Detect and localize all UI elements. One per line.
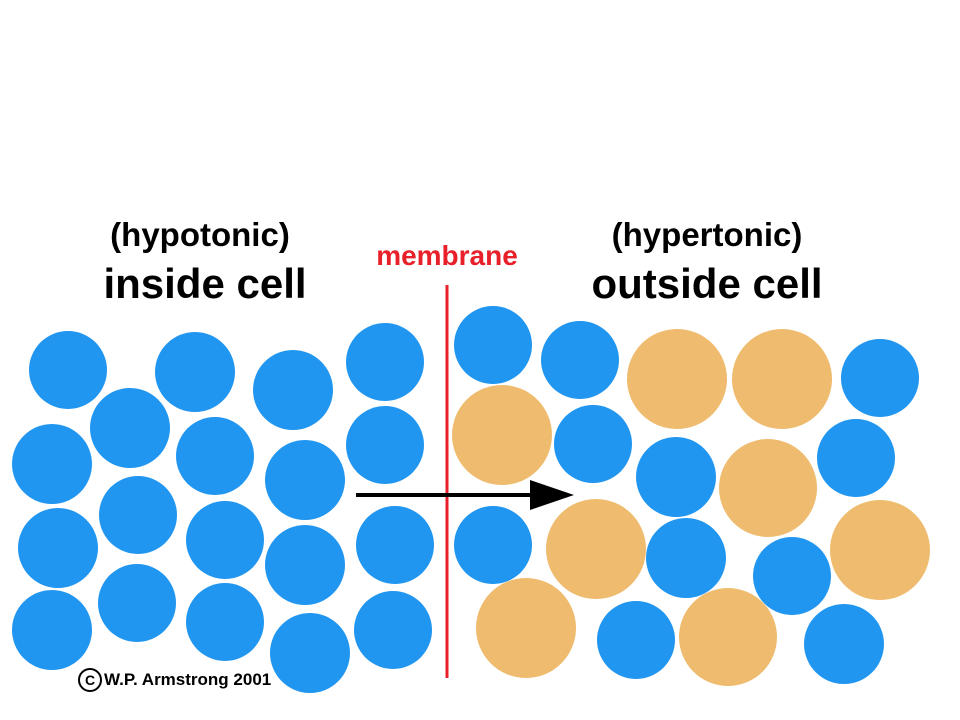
water-molecule (646, 518, 726, 598)
water-molecule (354, 591, 432, 669)
solute-molecule (627, 329, 727, 429)
water-molecule (186, 501, 264, 579)
water-molecule (98, 564, 176, 642)
arrow-right-icon (356, 480, 574, 510)
water-molecule (346, 323, 424, 401)
water-molecule (597, 601, 675, 679)
solute-molecule (732, 329, 832, 429)
water-molecule (253, 350, 333, 430)
credit-text: W.P. Armstrong 2001 (104, 670, 272, 689)
solute-molecule (452, 385, 552, 485)
water-molecule (346, 406, 424, 484)
water-molecule (176, 417, 254, 495)
water-molecule (99, 476, 177, 554)
molecules (12, 306, 930, 693)
inside-cell-label: inside cell (103, 260, 307, 307)
water-molecule (155, 332, 235, 412)
water-molecule (12, 424, 92, 504)
water-molecule (356, 506, 434, 584)
solute-molecule (830, 500, 930, 600)
water-molecule (454, 506, 532, 584)
solute-molecule (679, 588, 777, 686)
water-molecule (265, 525, 345, 605)
water-molecule (12, 590, 92, 670)
water-molecule (636, 437, 716, 517)
membrane-label: membrane (376, 240, 518, 271)
water-molecule (265, 440, 345, 520)
left-tonicity-label: (hypotonic) (110, 216, 290, 253)
copyright-credit: C W.P. Armstrong 2001 (78, 668, 271, 692)
water-molecule (454, 306, 532, 384)
water-molecule (841, 339, 919, 417)
outside-cell-label: outside cell (591, 260, 823, 307)
water-molecule (817, 419, 895, 497)
water-molecule (18, 508, 98, 588)
water-molecule (541, 321, 619, 399)
water-molecule (753, 537, 831, 615)
solute-molecule (719, 439, 817, 537)
water-molecule (554, 405, 632, 483)
copyright-icon: C (78, 668, 102, 692)
right-tonicity-label: (hypertonic) (611, 216, 803, 253)
water-molecule (804, 604, 884, 684)
solute-molecule (476, 578, 576, 678)
water-molecule (29, 331, 107, 409)
water-molecule (270, 613, 350, 693)
water-molecule (90, 388, 170, 468)
solute-molecule (546, 499, 646, 599)
water-molecule (186, 583, 264, 661)
